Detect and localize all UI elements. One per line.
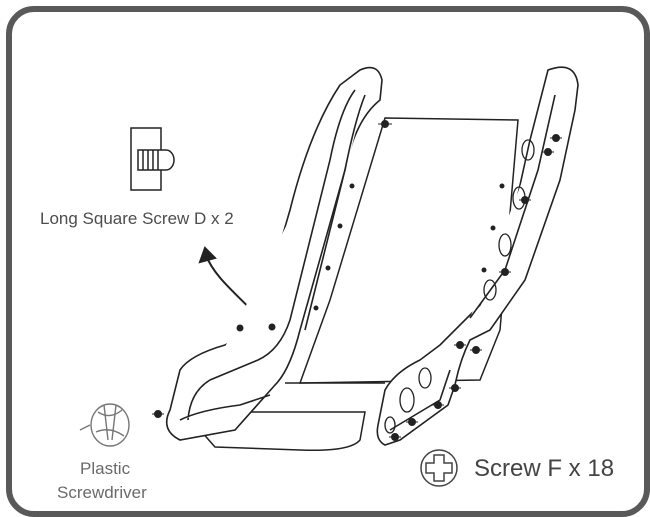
- screwdriver-label-line2: Screwdriver: [57, 483, 147, 502]
- screwdriver-label-line1: Plastic: [80, 459, 131, 478]
- phillips-screw-icon: [420, 449, 458, 487]
- illustration-frame: [6, 6, 650, 517]
- rail-screws: [152, 120, 562, 441]
- left-side-rail: [165, 66, 383, 441]
- rail-holes: [384, 139, 535, 434]
- screw-f-label: Screw F x 18: [474, 455, 615, 482]
- slide-bed: [198, 117, 519, 452]
- long-square-screw-icon: [130, 127, 175, 191]
- plastic-screwdriver-icon: [79, 403, 130, 447]
- screw-d-label: Long Square Screw D x 2: [40, 209, 234, 228]
